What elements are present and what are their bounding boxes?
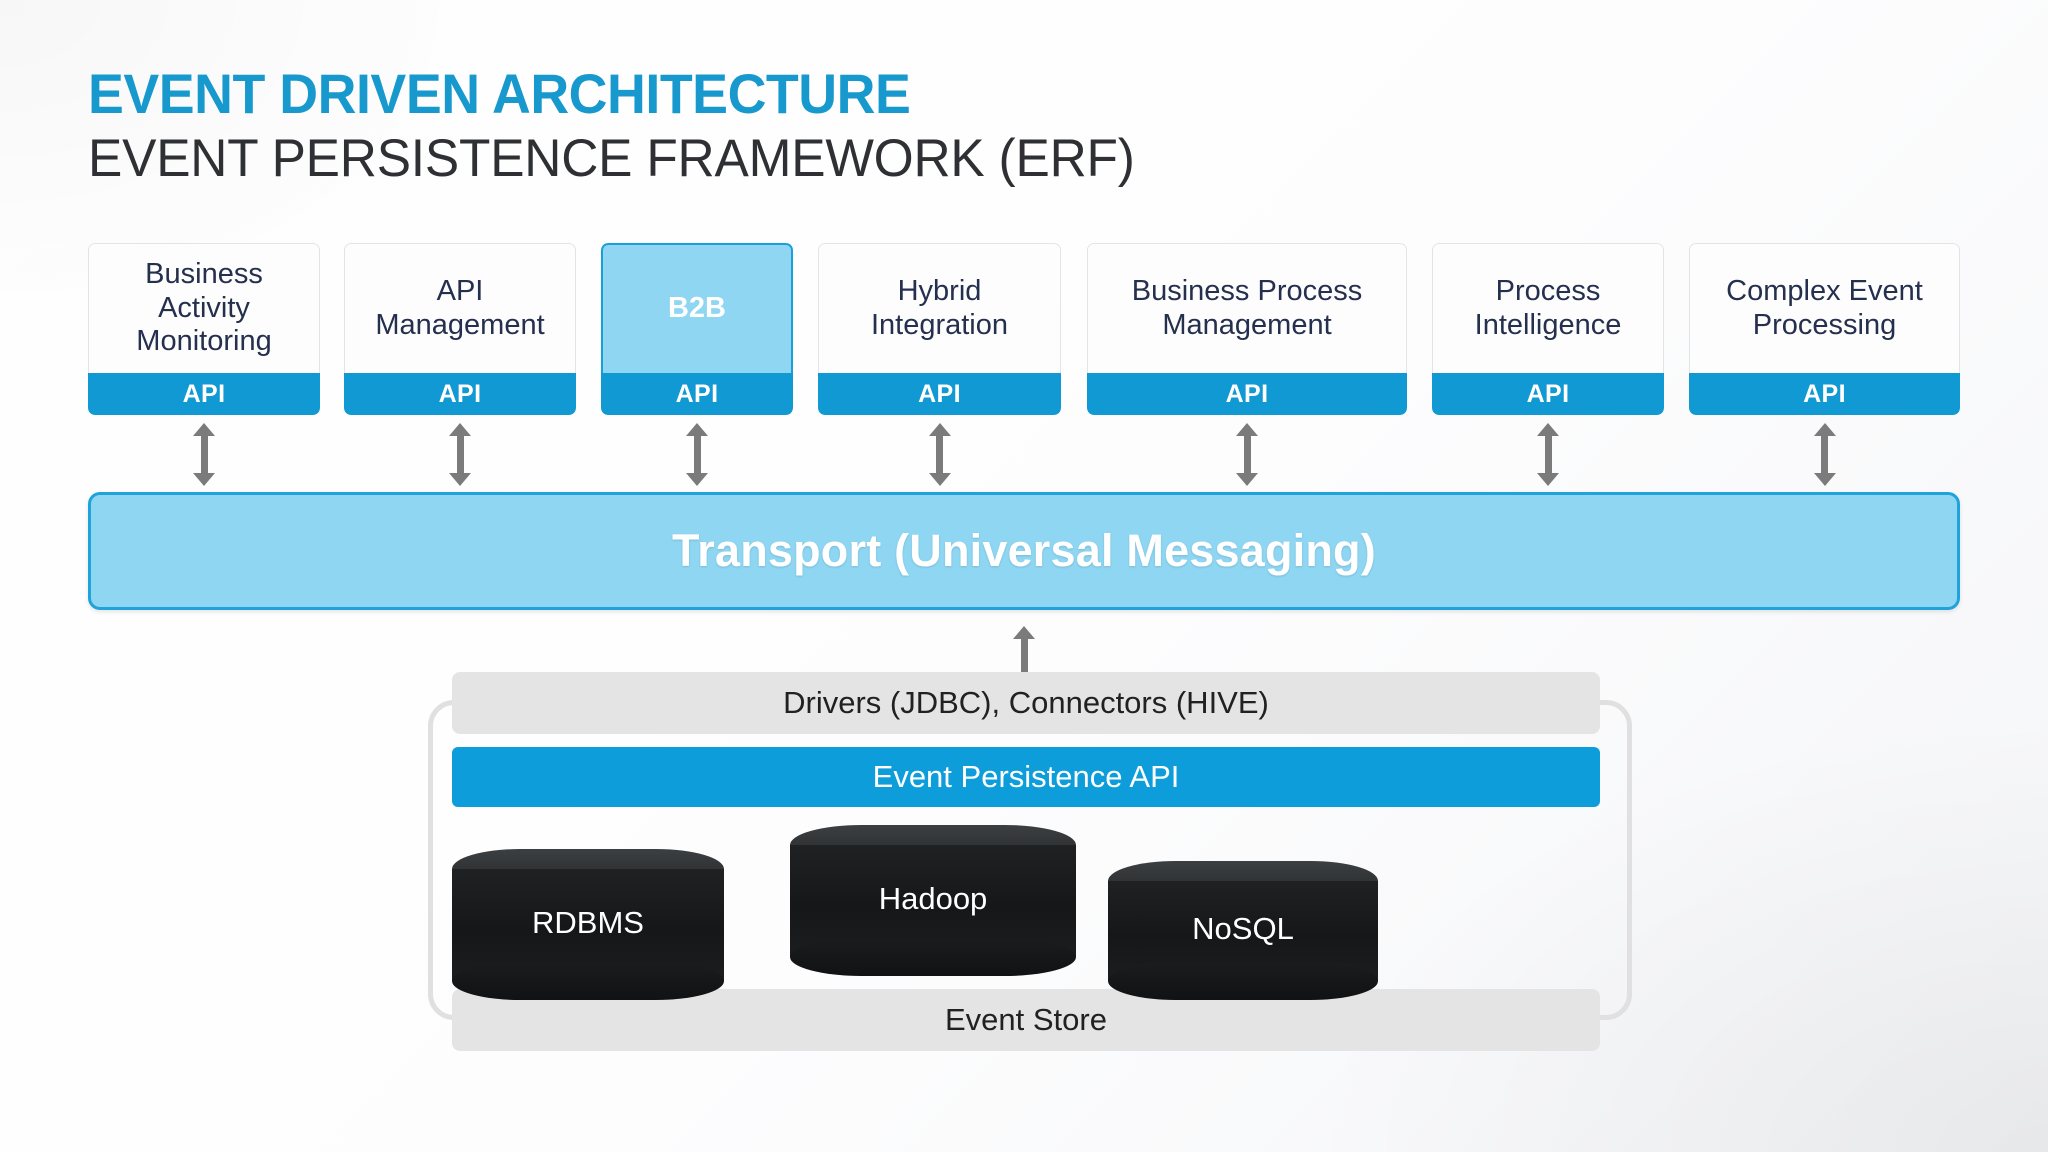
- arrow-head-down-icon: [449, 473, 471, 486]
- capability-card-body: Business Process Management: [1087, 243, 1407, 373]
- database-cylinder-1[interactable]: Hadoop: [790, 825, 1076, 976]
- capability-label: Business Activity Monitoring: [136, 258, 272, 358]
- arrow-shaft: [693, 436, 701, 473]
- arrow-shaft: [1544, 436, 1552, 473]
- arrow-head-up-icon: [1813, 423, 1836, 436]
- capability-api-bar[interactable]: API: [601, 373, 793, 415]
- database-label: RDBMS: [532, 905, 644, 940]
- event-store-label: Event Store: [945, 1002, 1107, 1037]
- capability-api-bar[interactable]: API: [1087, 373, 1407, 415]
- arrow-head-down-icon: [686, 473, 708, 486]
- arrow-head-down-icon: [193, 473, 215, 486]
- arrow-shaft: [1020, 639, 1028, 673]
- transport-bar[interactable]: Transport (Universal Messaging): [88, 492, 1960, 610]
- database-label: Hadoop: [878, 881, 988, 916]
- drivers-connectors-bar[interactable]: Drivers (JDBC), Connectors (HIVE): [452, 672, 1600, 734]
- arrow-shaft: [936, 436, 943, 473]
- cylinder-bottom-ellipse: [1108, 962, 1378, 1000]
- capability-card-body: Complex Event Processing: [1689, 243, 1960, 373]
- arrow-head-down-icon: [928, 473, 951, 486]
- capability-api-bar[interactable]: API: [344, 373, 576, 415]
- capability-transport-arrow-4: [1236, 423, 1258, 486]
- arrow-head-up-icon: [1537, 423, 1559, 436]
- arrow-head-down-icon: [1236, 473, 1258, 486]
- title-block: EVENT DRIVEN ARCHITECTURE EVENT PERSISTE…: [88, 62, 1167, 188]
- capability-api-bar[interactable]: API: [88, 373, 320, 415]
- capability-transport-arrow-5: [1537, 423, 1559, 486]
- capability-label: API Management: [375, 274, 545, 341]
- arrow-head-up-icon: [686, 423, 708, 436]
- capability-label: B2B: [667, 292, 726, 325]
- capability-label: Business Process Management: [1131, 274, 1363, 341]
- capability-api-bar[interactable]: API: [1689, 373, 1960, 415]
- page-title: EVENT DRIVEN ARCHITECTURE: [88, 62, 911, 125]
- capability-transport-arrow-3: [928, 423, 951, 486]
- event-store-stack: Drivers (JDBC), Connectors (HIVE) Event …: [452, 672, 1600, 1051]
- event-persistence-api-bar[interactable]: Event Persistence API: [452, 747, 1600, 807]
- database-label: NoSQL: [1192, 911, 1294, 946]
- arrow-head-up-icon: [1013, 626, 1035, 639]
- capability-api-bar[interactable]: API: [818, 373, 1061, 415]
- capability-card-body: Business Activity Monitoring: [88, 243, 320, 373]
- arrow-shaft: [1243, 436, 1251, 473]
- capability-transport-arrow-0: [193, 423, 215, 486]
- arrow-head-down-icon: [1813, 473, 1836, 486]
- cylinder-bottom-ellipse: [790, 938, 1076, 976]
- capability-label: Hybrid Integration: [870, 274, 1009, 341]
- capability-transport-arrow-2: [686, 423, 708, 486]
- database-cylinder-2[interactable]: NoSQL: [1108, 861, 1378, 1000]
- arrow-head-down-icon: [1537, 473, 1559, 486]
- transport-label: Transport (Universal Messaging): [672, 525, 1376, 576]
- page-subtitle: EVENT PERSISTENCE FRAMEWORK (ERF): [88, 129, 1135, 188]
- event-persistence-api-label: Event Persistence API: [872, 759, 1180, 794]
- arrow-head-up-icon: [1236, 423, 1258, 436]
- capability-api-bar[interactable]: API: [1432, 373, 1664, 415]
- drivers-connectors-label: Drivers (JDBC), Connectors (HIVE): [783, 685, 1269, 720]
- arrow-shaft: [456, 436, 464, 473]
- capability-label: Complex Event Processing: [1726, 274, 1923, 341]
- arrow-shaft: [200, 436, 208, 473]
- capability-transport-arrow-6: [1813, 423, 1836, 486]
- capability-card-body: Hybrid Integration: [818, 243, 1061, 373]
- cylinder-bottom-ellipse: [452, 962, 724, 1000]
- capability-label: Process Intelligence: [1474, 274, 1622, 341]
- arrow-head-up-icon: [449, 423, 471, 436]
- arrow-shaft: [1821, 436, 1828, 473]
- arrow-head-up-icon: [928, 423, 951, 436]
- capability-card-2[interactable]: B2B API: [601, 243, 793, 415]
- capability-card-body: API Management: [344, 243, 576, 373]
- arrow-head-up-icon: [193, 423, 215, 436]
- database-cylinder-0[interactable]: RDBMS: [452, 849, 724, 1000]
- capability-transport-arrow-1: [449, 423, 471, 486]
- capability-card-body: B2B: [601, 243, 793, 373]
- capability-card-body: Process Intelligence: [1432, 243, 1664, 373]
- spacer: [452, 734, 1600, 747]
